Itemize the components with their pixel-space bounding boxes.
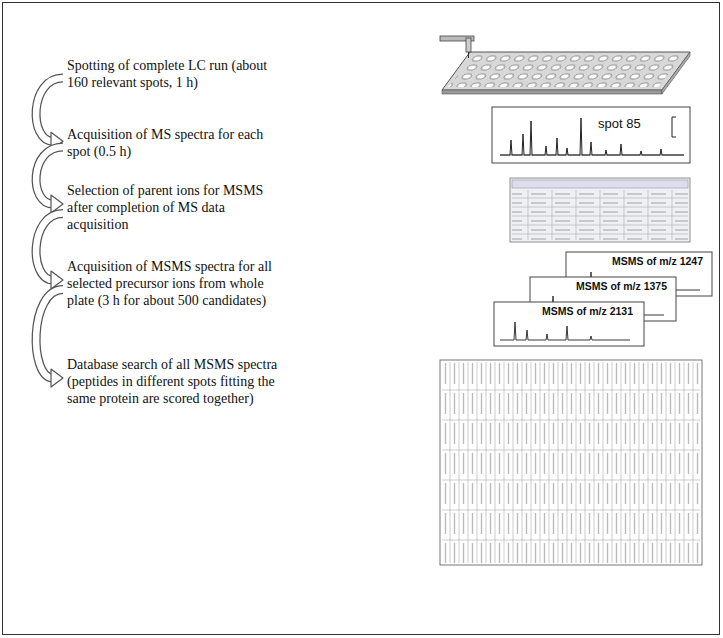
spectrum-label: spot 85: [598, 116, 641, 131]
step-text: Acquisition of MS spectra for each spot …: [67, 126, 282, 160]
frame: [3, 3, 720, 635]
step-label: Acquisition of MS spectra for each spot …: [67, 126, 282, 160]
curved-arrow: [36, 78, 63, 150]
step-label: Acquisition of MSMS spectra for all sele…: [67, 258, 282, 309]
ion-table: [510, 178, 690, 242]
step-text: Selection of parent ions for MSMS after …: [67, 182, 282, 233]
step-text: Database search of all MSMS spectra (pep…: [67, 356, 282, 407]
curved-arrow: [36, 290, 63, 387]
ms-spectrum: [492, 107, 690, 163]
msms-label: MSMS of m/z 1375: [576, 280, 667, 292]
step-label: Selection of parent ions for MSMS after …: [67, 182, 282, 233]
step-text: Spotting of complete LC run (about 160 r…: [67, 57, 282, 91]
maldi-plate: [442, 52, 690, 94]
step-label: Database search of all MSMS spectra (pep…: [67, 356, 282, 407]
step-label: Spotting of complete LC run (about 160 r…: [67, 57, 282, 91]
results-table: [440, 360, 702, 565]
msms-spectra: [494, 252, 712, 346]
spotting-needle: [440, 36, 474, 58]
curved-arrow: [36, 147, 63, 213]
curved-arrow: [36, 214, 63, 289]
step-text: Acquisition of MSMS spectra for all sele…: [67, 258, 282, 309]
msms-label: MSMS of m/z 1247: [612, 255, 703, 267]
msms-label: MSMS of m/z 2131: [542, 305, 633, 317]
